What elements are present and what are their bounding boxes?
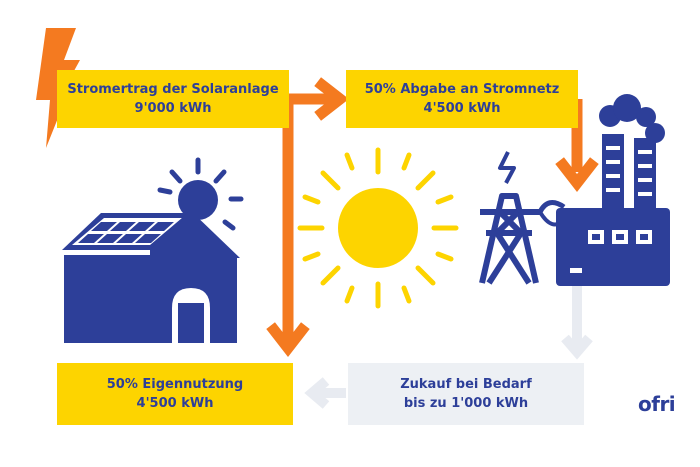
solar-yield-box: Stromertrag der Solaranlage 9'000 kWh [57,70,289,128]
self-consumption-value: 4'500 kWh [136,396,214,411]
grey-arrows [304,285,593,409]
arrow-head-right [314,77,349,121]
flow-arrows [282,93,583,342]
ofri-logo: ofri [638,392,676,416]
arrow-head-down-own [266,322,310,357]
arrow-head-down-plant [555,157,599,192]
grid-feed-title: 50% Abgabe an Stromnetz [364,82,560,97]
grid-feed-box: 50% Abgabe an Stromnetz 4'500 kWh [346,70,578,128]
self-consumption-box: 50% Eigennutzung 4'500 kWh [57,363,293,425]
solar-yield-value: 9'000 kWh [134,101,212,116]
purchase-title: Zukauf bei Bedarf [400,377,532,392]
sun-icon [297,147,459,309]
purchase-value: bis zu 1'000 kWh [403,396,529,411]
solar-yield-title: Stromertrag der Solaranlage [67,82,279,97]
house-with-solar-icon [62,157,244,343]
purchase-box: Zukauf bei Bedarf bis zu 1'000 kWh [348,363,584,425]
power-pylon-icon [479,151,566,285]
grid-feed-value: 4'500 kWh [423,101,501,116]
power-plant-icon [556,94,670,286]
self-consumption-title: 50% Eigennutzung [106,377,244,392]
